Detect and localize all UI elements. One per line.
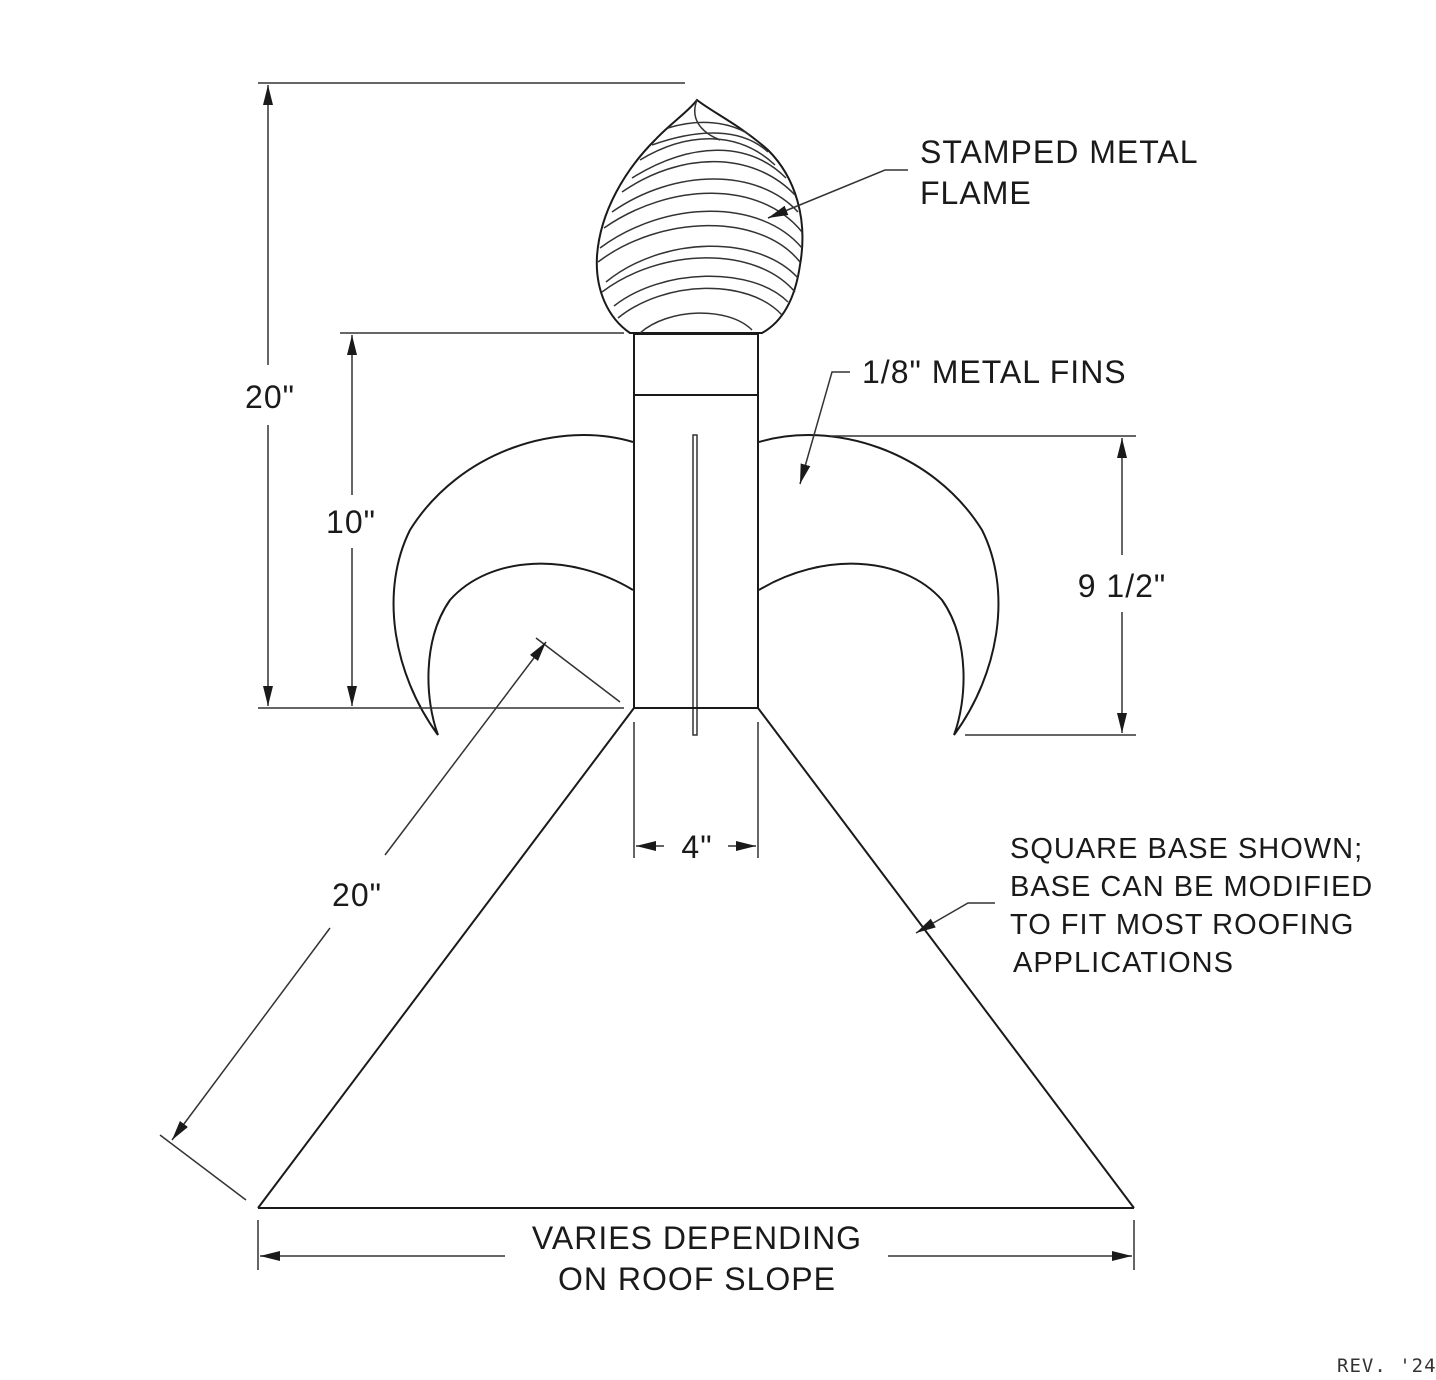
callout-base-note: SQUARE BASE SHOWN; BASE CAN BE MODIFIED … [915, 833, 1373, 979]
dim-fin-height-label: 9 1/2" [1078, 568, 1167, 604]
callout-flame: STAMPED METAL FLAME [767, 134, 1199, 219]
dim-overall-height: 20" [245, 82, 685, 709]
dim-post-width: 4" [633, 722, 759, 865]
dim-base-width-label-line1: VARIES DEPENDING [532, 1220, 862, 1256]
dim-base-width: VARIES DEPENDING ON ROOF SLOPE [257, 1220, 1135, 1297]
dim-base-width-label-line2: ON ROOF SLOPE [558, 1261, 836, 1297]
fin-slot [692, 434, 698, 736]
dim-post-height: 10" [326, 332, 624, 706]
finial-post [633, 333, 759, 736]
flame-icon [595, 98, 804, 334]
base-note-line1: SQUARE BASE SHOWN; [1010, 833, 1363, 865]
dim-base-slope: 20" [159, 637, 621, 1201]
base-note-line4: APPLICATIONS [1013, 947, 1234, 979]
dim-post-height-label: 10" [326, 504, 376, 540]
dim-overall-height-label: 20" [245, 379, 295, 415]
dim-fin-height: 9 1/2" [830, 435, 1167, 736]
base-note-line3: TO FIT MOST ROOFING [1010, 909, 1354, 941]
dim-post-width-label: 4" [681, 829, 712, 865]
callout-fins-label: 1/8" METAL FINS [862, 354, 1127, 390]
callout-fins: 1/8" METAL FINS [799, 354, 1127, 485]
callout-flame-line2: FLAME [920, 175, 1032, 211]
metal-fins [392, 434, 1000, 736]
revision-label: REV. '24 [1337, 1355, 1436, 1377]
callout-flame-line1: STAMPED METAL [920, 134, 1199, 170]
square-base [257, 707, 1135, 1209]
dim-base-slope-label: 20" [332, 877, 382, 913]
base-note-line2: BASE CAN BE MODIFIED [1010, 871, 1373, 903]
